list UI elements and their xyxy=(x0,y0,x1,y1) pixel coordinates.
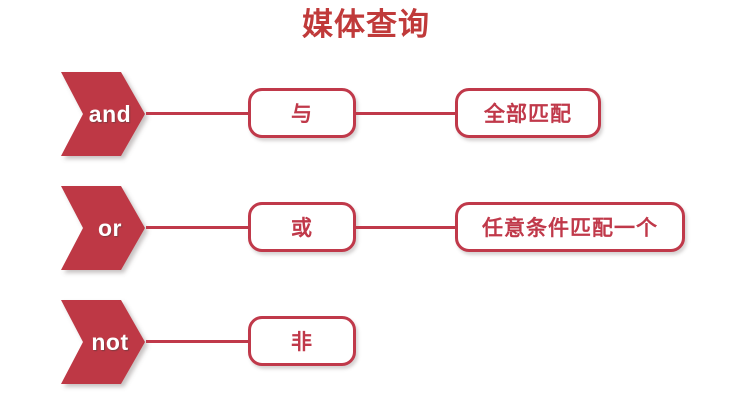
node-meaning-and[interactable]: 全部匹配 xyxy=(455,88,601,138)
node-meaning-or[interactable]: 任意条件匹配一个 xyxy=(455,202,685,252)
connector-not-to-chinese xyxy=(146,340,250,343)
chevron-shape-icon xyxy=(61,186,145,270)
chevron-shape-icon xyxy=(61,300,145,384)
diagram-row-or: or 或 任意条件匹配一个 xyxy=(0,176,732,296)
connector-and-to-chinese xyxy=(146,112,250,115)
diagram-row-not: not 非 xyxy=(0,290,732,410)
chevron-or[interactable]: or xyxy=(55,184,151,272)
connector-or-to-chinese xyxy=(146,226,250,229)
node-chinese-or[interactable]: 或 xyxy=(248,202,356,252)
node-chinese-and[interactable]: 与 xyxy=(248,88,356,138)
page-title: 媒体查询 xyxy=(302,7,430,42)
diagram-row-and: and 与 全部匹配 xyxy=(0,62,732,182)
chevron-shape-icon xyxy=(61,72,145,156)
connector-chinese-to-meaning-or xyxy=(354,226,457,229)
node-chinese-not[interactable]: 非 xyxy=(248,316,356,366)
chevron-not[interactable]: not xyxy=(55,298,151,386)
chevron-and[interactable]: and xyxy=(55,70,151,158)
connector-chinese-to-meaning-and xyxy=(354,112,457,115)
